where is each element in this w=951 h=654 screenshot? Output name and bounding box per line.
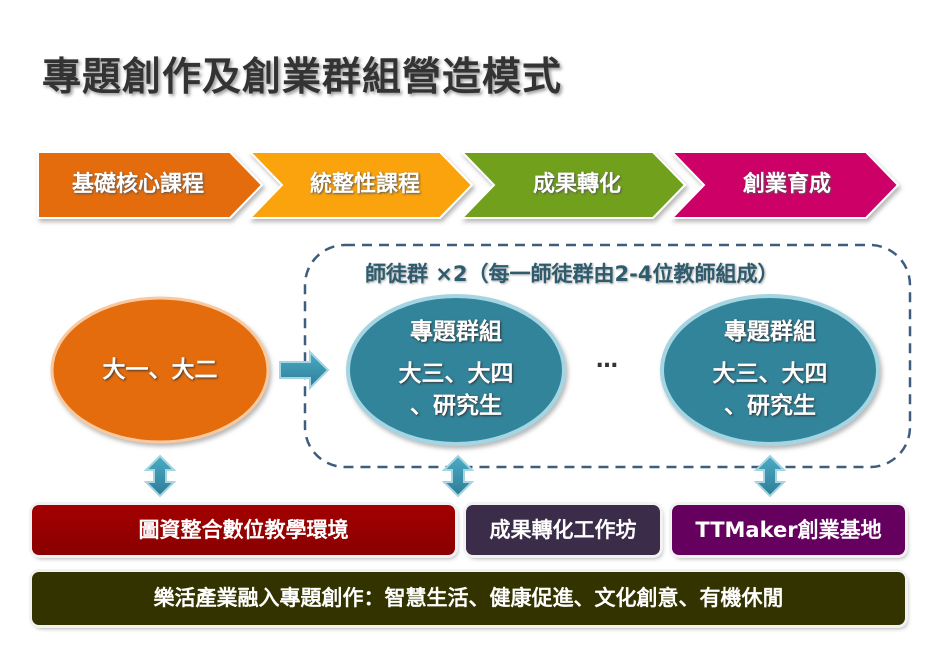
group-members: 大三、大四 (712, 361, 828, 387)
base-box-digital-environment: 圖資整合數位教學環境 (32, 505, 455, 555)
base-box-ttmaker: TTMaker創業基地 (672, 505, 905, 555)
mentor-group-dashed-box (303, 243, 912, 469)
group-name: 專題群組 (410, 319, 502, 345)
double-arrow-icon (441, 454, 475, 498)
stage-label-4: 創業育成 (742, 172, 831, 197)
project-group-ellipse-2 (660, 294, 880, 446)
stage-label-3: 成果轉化 (532, 172, 621, 197)
group-members: 大三、大四 (398, 361, 514, 387)
stage-chevron-2 (247, 151, 474, 219)
double-arrow-icon (143, 454, 177, 498)
group-members: 、研究生 (724, 393, 816, 419)
stage-chevron-3 (459, 151, 687, 219)
slide-title: 專題創作及創業群組營造模式 (42, 55, 563, 100)
stage-label-1: 基礎核心課程 (71, 172, 204, 197)
mentor-group-title: 師徒群 ×2（每一師徒群由2-4位教師組成） (365, 262, 779, 286)
stage-chevron-4 (669, 151, 900, 219)
right-arrow-icon (279, 349, 330, 391)
group-name: 專題群組 (724, 319, 816, 345)
double-arrow-icon (753, 454, 787, 498)
stage-chevron-1 (37, 151, 264, 219)
ellipsis: … (596, 348, 618, 373)
group-members: 、研究生 (410, 393, 502, 419)
base-box-workshop: 成果轉化工作坊 (466, 505, 660, 555)
freshman-ellipse (50, 296, 270, 444)
stage-label-2: 統整性課程 (309, 172, 420, 197)
freshman-label: 大一、大二 (102, 357, 218, 383)
footer-bar: 樂活產業融入專題創作：智慧生活、健康促進、文化創意、有機休閒 (32, 572, 905, 625)
project-group-ellipse-1 (346, 294, 566, 446)
